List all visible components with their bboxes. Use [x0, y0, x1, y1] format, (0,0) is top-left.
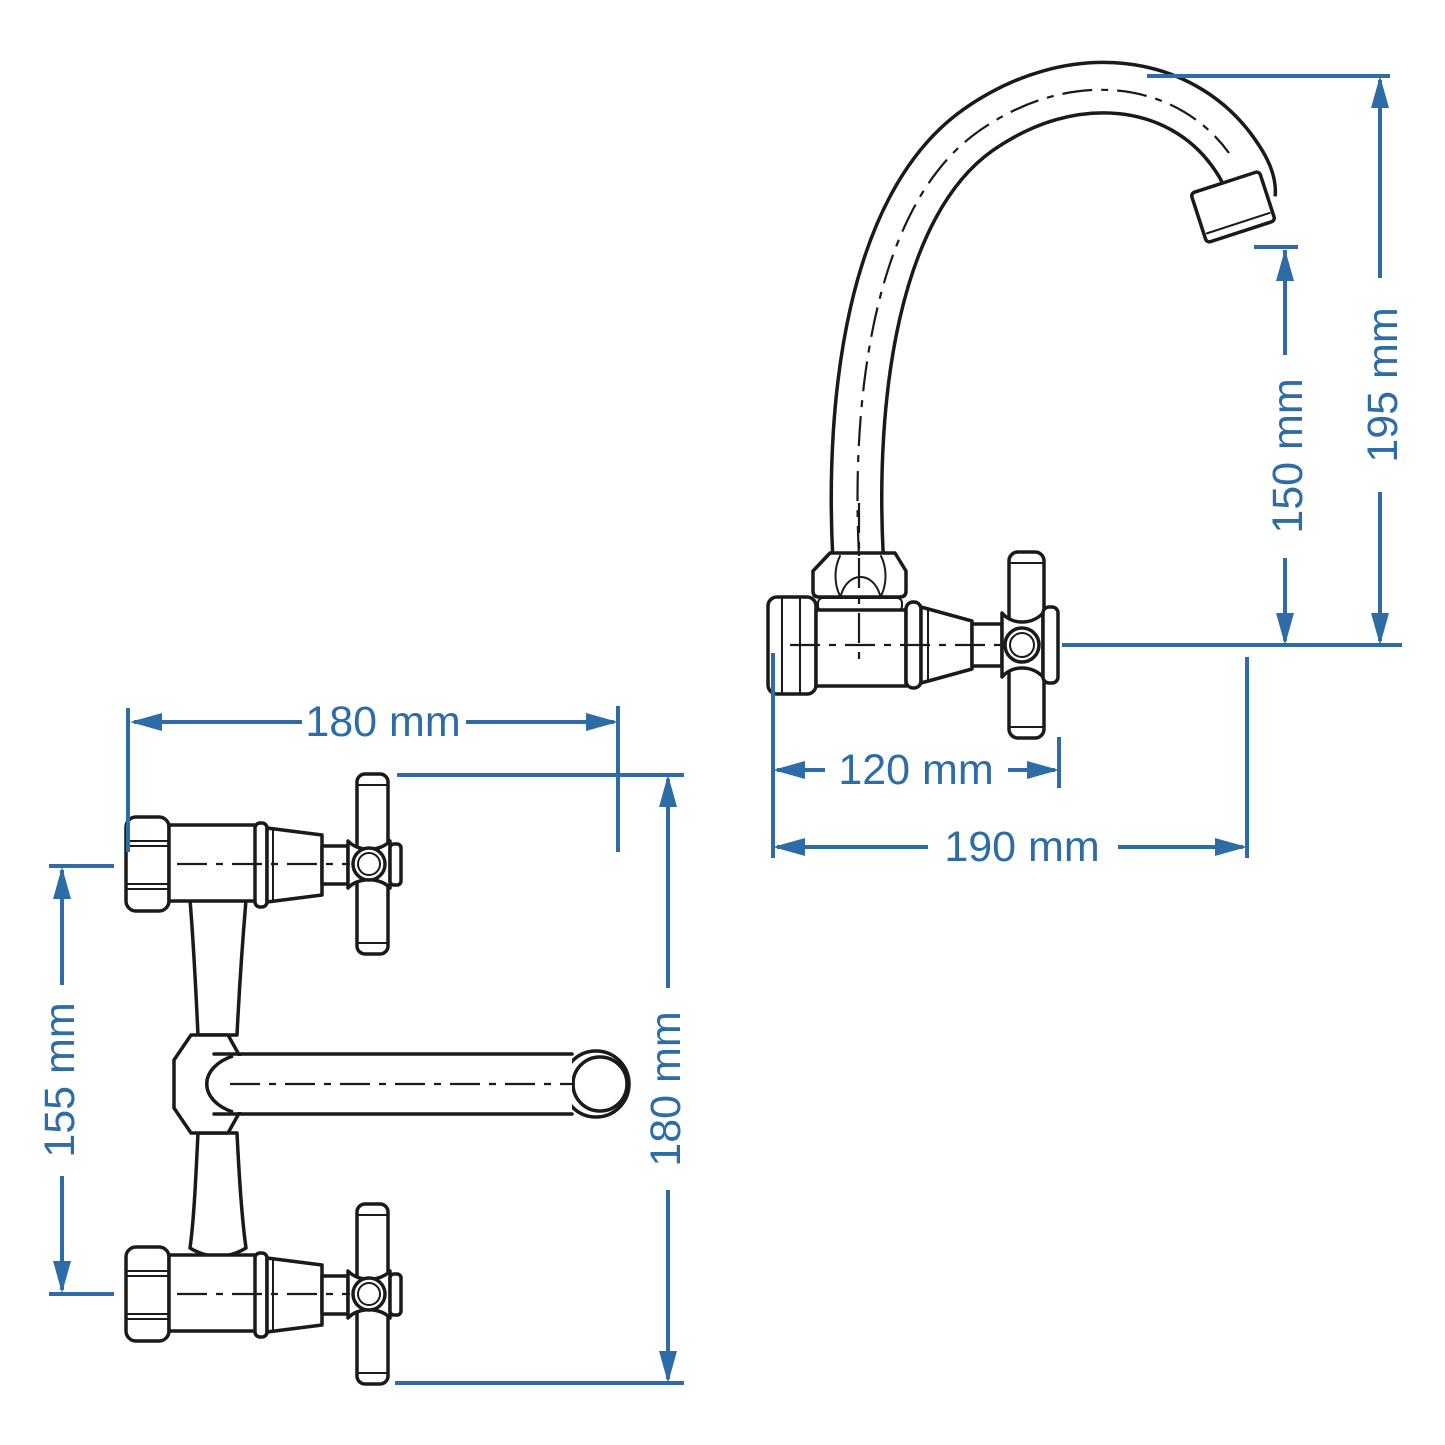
dimension-body-depth: 120 mm	[773, 746, 1059, 794]
spout-nozzle	[1190, 170, 1276, 244]
arrow-left-icon	[773, 761, 805, 779]
valve-body	[814, 597, 908, 688]
side-view	[766, 60, 1278, 740]
dimension-label: 155 mm	[36, 1002, 84, 1157]
arrow-right-icon	[1215, 838, 1247, 856]
dimension-total-height: 195 mm	[1147, 74, 1407, 645]
dimension-label: 120 mm	[838, 746, 993, 794]
hex-connector	[124, 815, 171, 913]
dimension-width: 180 mm	[126, 698, 620, 852]
aerator-face-line	[1205, 211, 1271, 235]
spout-base-arc	[205, 1054, 234, 1114]
arrow-right-icon	[1027, 761, 1059, 779]
arrow-down-icon	[1276, 613, 1294, 645]
arrow-right-icon	[586, 713, 618, 731]
inlet-valve	[124, 772, 403, 956]
arrow-left-icon	[130, 713, 162, 731]
arrow-down-icon	[659, 1351, 677, 1383]
dimension-label: 150 mm	[1264, 378, 1312, 533]
gooseneck-spout	[829, 60, 1278, 558]
dimension-label: 190 mm	[944, 823, 1099, 871]
dimension-label: 180 mm	[305, 698, 460, 746]
arrow-up-icon	[1276, 249, 1294, 281]
top-view	[124, 772, 631, 1386]
nut-facet	[880, 555, 887, 597]
cross-handle	[1000, 550, 1060, 740]
spout-outer-edge	[829, 60, 1278, 558]
inlet-valve-lower	[124, 1202, 403, 1386]
dimension-label: 180 mm	[642, 1011, 690, 1166]
spout-centerline	[856, 88, 1230, 557]
cone-outline	[919, 605, 974, 685]
nut-facet	[834, 555, 841, 597]
dimension-spout-reach: 190 mm	[773, 823, 1247, 871]
swivel-spout	[205, 1049, 631, 1119]
nozzle-body	[1190, 170, 1276, 244]
arrow-down-icon	[53, 1261, 71, 1293]
lower-column	[188, 1131, 248, 1258]
arrow-up-icon	[1371, 76, 1389, 108]
hub-inner-ring	[357, 852, 381, 876]
dimensions: 195 mm 150 mm 120 mm	[36, 74, 1407, 1385]
arrow-up-icon	[659, 775, 677, 807]
arrow-left-icon	[773, 838, 805, 856]
spout-end-cap-inner	[571, 1055, 629, 1113]
hub-inner-ring	[1009, 632, 1035, 658]
arrow-up-icon	[53, 867, 71, 899]
arrow-down-icon	[1371, 613, 1389, 645]
upper-column	[188, 890, 248, 1037]
dimension-inlet-spacing: 155 mm	[36, 864, 114, 1296]
dimension-height: 180 mm	[395, 773, 690, 1385]
nut-facet-dome	[840, 576, 881, 596]
dimension-outlet-height: 150 mm	[1254, 245, 1312, 645]
handle-end-cap	[388, 842, 403, 887]
dimension-label: 195 mm	[1359, 307, 1407, 462]
side-view-centerlines	[790, 88, 1230, 660]
handle-end-cap	[1041, 605, 1060, 685]
body-cylinder	[814, 608, 908, 688]
